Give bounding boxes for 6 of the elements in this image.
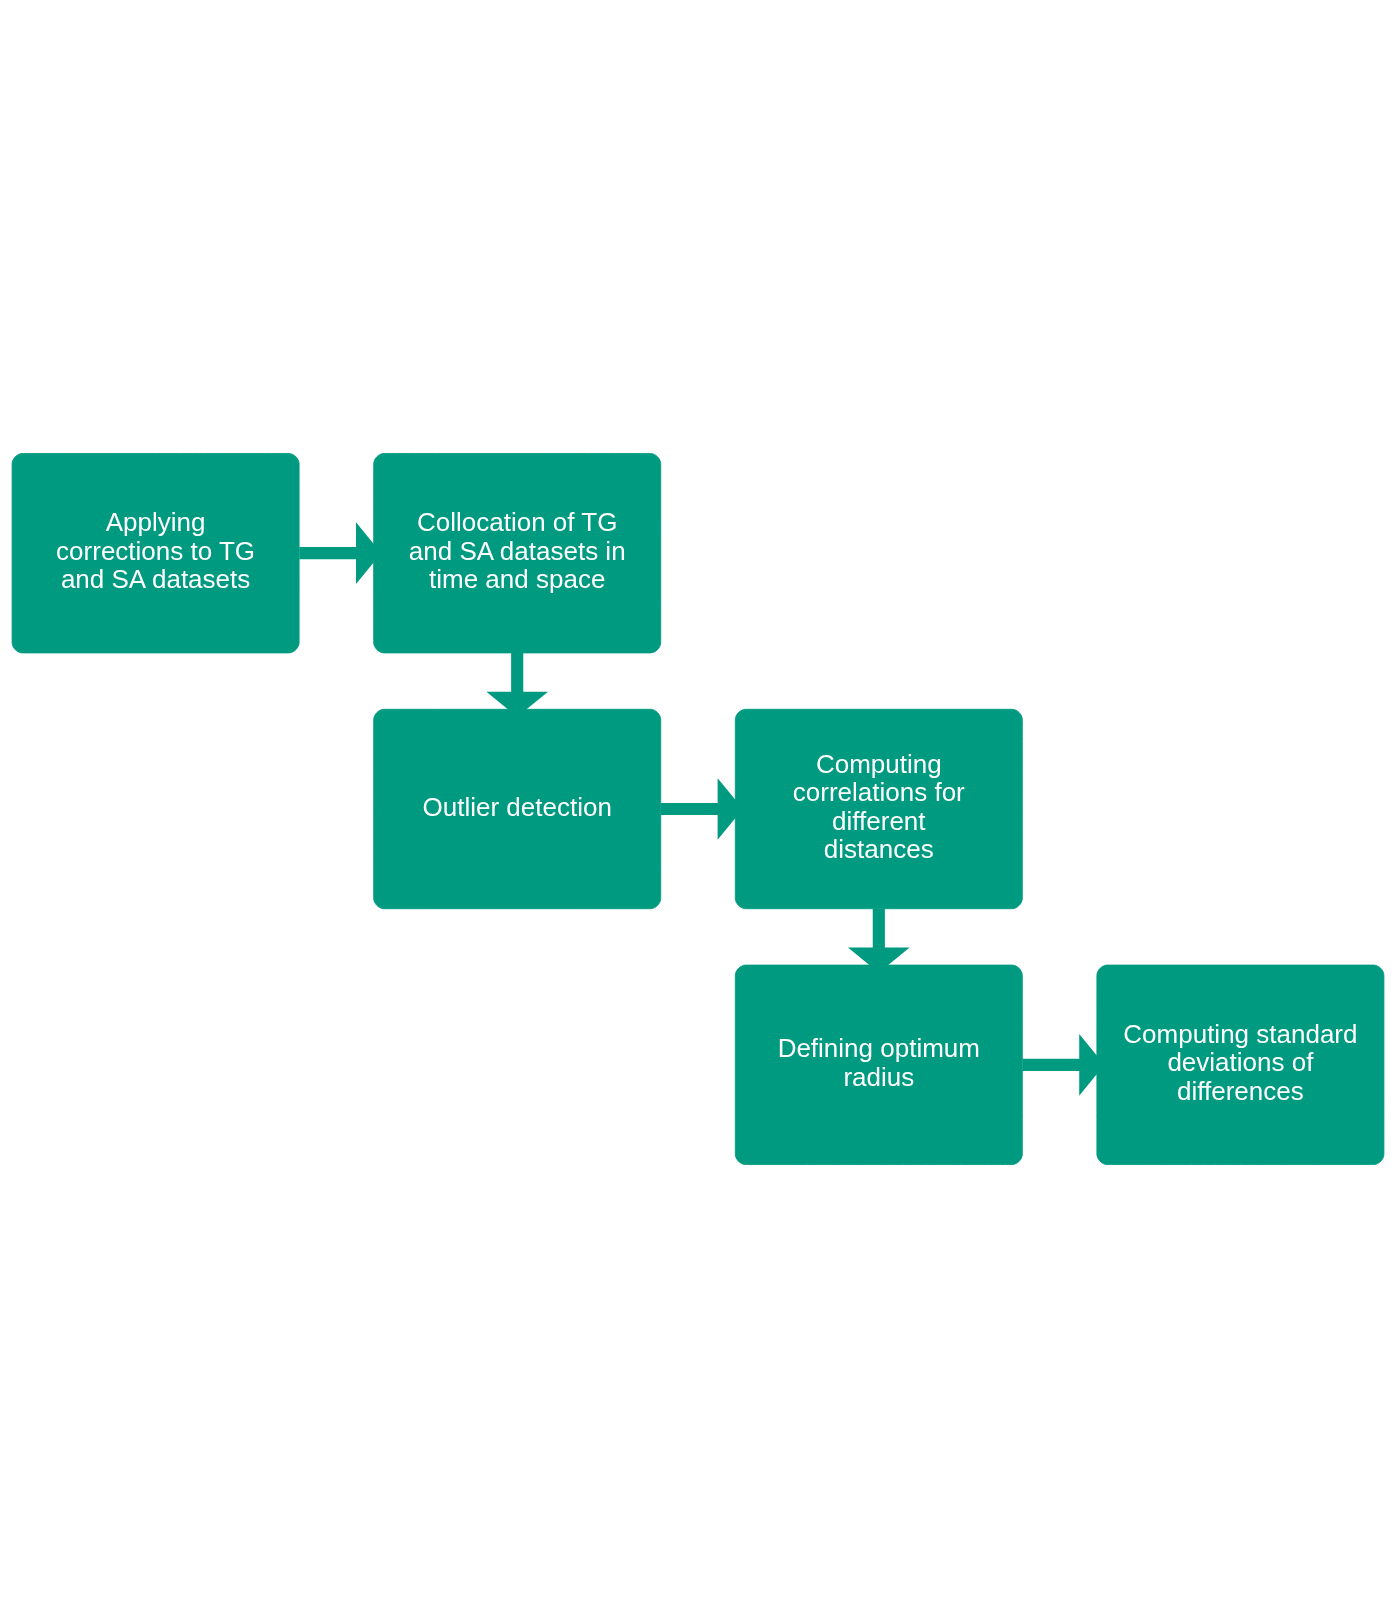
node-box: Collocation of TG and SA datasets in time and space bbox=[373, 452, 662, 653]
node-box: Defining optimum radius bbox=[734, 964, 1023, 1165]
node-box: Computing standard deviations of differences bbox=[1096, 964, 1385, 1165]
node-box: Outlier detection bbox=[373, 708, 662, 909]
node-box: Computing correlations for different distances bbox=[734, 708, 1023, 909]
node-box: Applying corrections to TG and SA datasets bbox=[11, 452, 300, 653]
